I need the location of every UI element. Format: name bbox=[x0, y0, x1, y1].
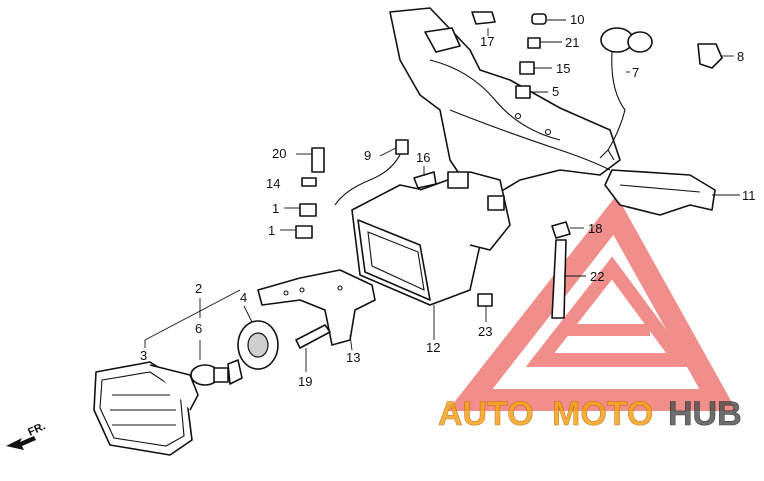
callout-8: 8 bbox=[737, 49, 744, 64]
callout-4: 4 bbox=[240, 290, 247, 305]
front-direction-indicator: FR. bbox=[6, 420, 47, 450]
small-bracket bbox=[295, 324, 331, 349]
front-direction-label: FR. bbox=[26, 420, 47, 438]
callout-10: 10 bbox=[570, 12, 584, 27]
callout-1b: 1 bbox=[268, 223, 275, 238]
ignition-switch bbox=[599, 27, 653, 161]
callout-16: 16 bbox=[416, 150, 430, 165]
bracket bbox=[257, 269, 376, 346]
callout-19: 19 bbox=[298, 374, 312, 389]
callout-6: 6 bbox=[195, 321, 202, 336]
callout-11: 11 bbox=[742, 188, 756, 203]
callout-12: 12 bbox=[426, 340, 440, 355]
callout-13: 13 bbox=[346, 350, 360, 365]
side-cover bbox=[604, 169, 716, 216]
watermark-word-moto: MOTO bbox=[552, 395, 653, 433]
callout-2: 2 bbox=[195, 281, 202, 296]
callout-7: 7 bbox=[632, 65, 639, 80]
callout-9: 9 bbox=[364, 148, 371, 163]
small-parts bbox=[295, 11, 571, 319]
leader-lines bbox=[144, 19, 740, 372]
wire bbox=[334, 139, 409, 206]
watermark-word-auto: AUTO bbox=[438, 395, 534, 433]
cap-8 bbox=[697, 43, 723, 69]
headlight-case bbox=[351, 171, 511, 306]
socket bbox=[237, 320, 279, 370]
callout-20: 20 bbox=[272, 146, 286, 161]
callout-labels: 10 21 15 5 7 8 11 18 22 23 12 13 19 2 6 … bbox=[140, 12, 756, 389]
headlight-unit bbox=[93, 361, 199, 456]
callout-15: 15 bbox=[556, 61, 570, 76]
callout-3: 3 bbox=[140, 348, 147, 363]
watermark-text: AUTO MOTO HUB bbox=[438, 395, 742, 434]
handlebar-cover bbox=[389, 7, 621, 196]
callout-5: 5 bbox=[552, 84, 559, 99]
callout-18: 18 bbox=[588, 221, 602, 236]
watermark-logo bbox=[447, 195, 737, 411]
callout-14: 14 bbox=[266, 176, 280, 191]
callout-1a: 1 bbox=[272, 201, 279, 216]
callout-21: 21 bbox=[565, 35, 579, 50]
watermark-word-hub: HUB bbox=[668, 395, 742, 433]
callout-22: 22 bbox=[590, 269, 604, 284]
callout-17: 17 bbox=[480, 34, 494, 49]
callout-23: 23 bbox=[478, 324, 492, 339]
bulb bbox=[190, 359, 243, 386]
